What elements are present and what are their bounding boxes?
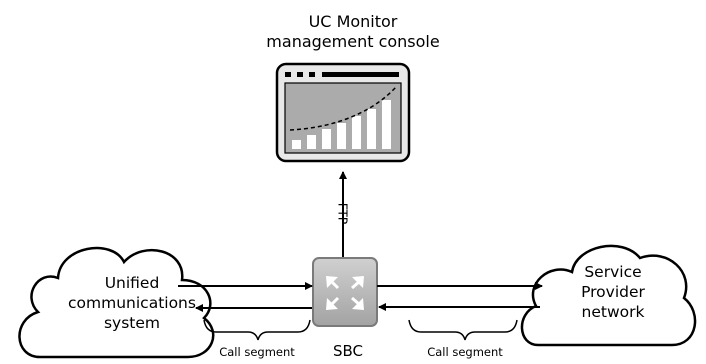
service-provider-label: Service Provider network: [581, 263, 645, 322]
ftp-label: FTP: [335, 202, 350, 225]
unified-communications-cloud: [18, 246, 215, 359]
right-segment-brace: [408, 319, 518, 341]
console-title: UC Monitor management console: [266, 12, 440, 51]
management-console-icon: [275, 62, 411, 163]
unified-communications-label: Unified communications system: [68, 274, 196, 333]
call-segment-right-label: Call segment: [427, 345, 503, 359]
call-segment-left-label: Call segment: [219, 345, 295, 359]
sbc-label: SBC: [332, 342, 364, 360]
sbc-router-icon: [312, 257, 378, 327]
left-segment-brace: [203, 319, 311, 341]
